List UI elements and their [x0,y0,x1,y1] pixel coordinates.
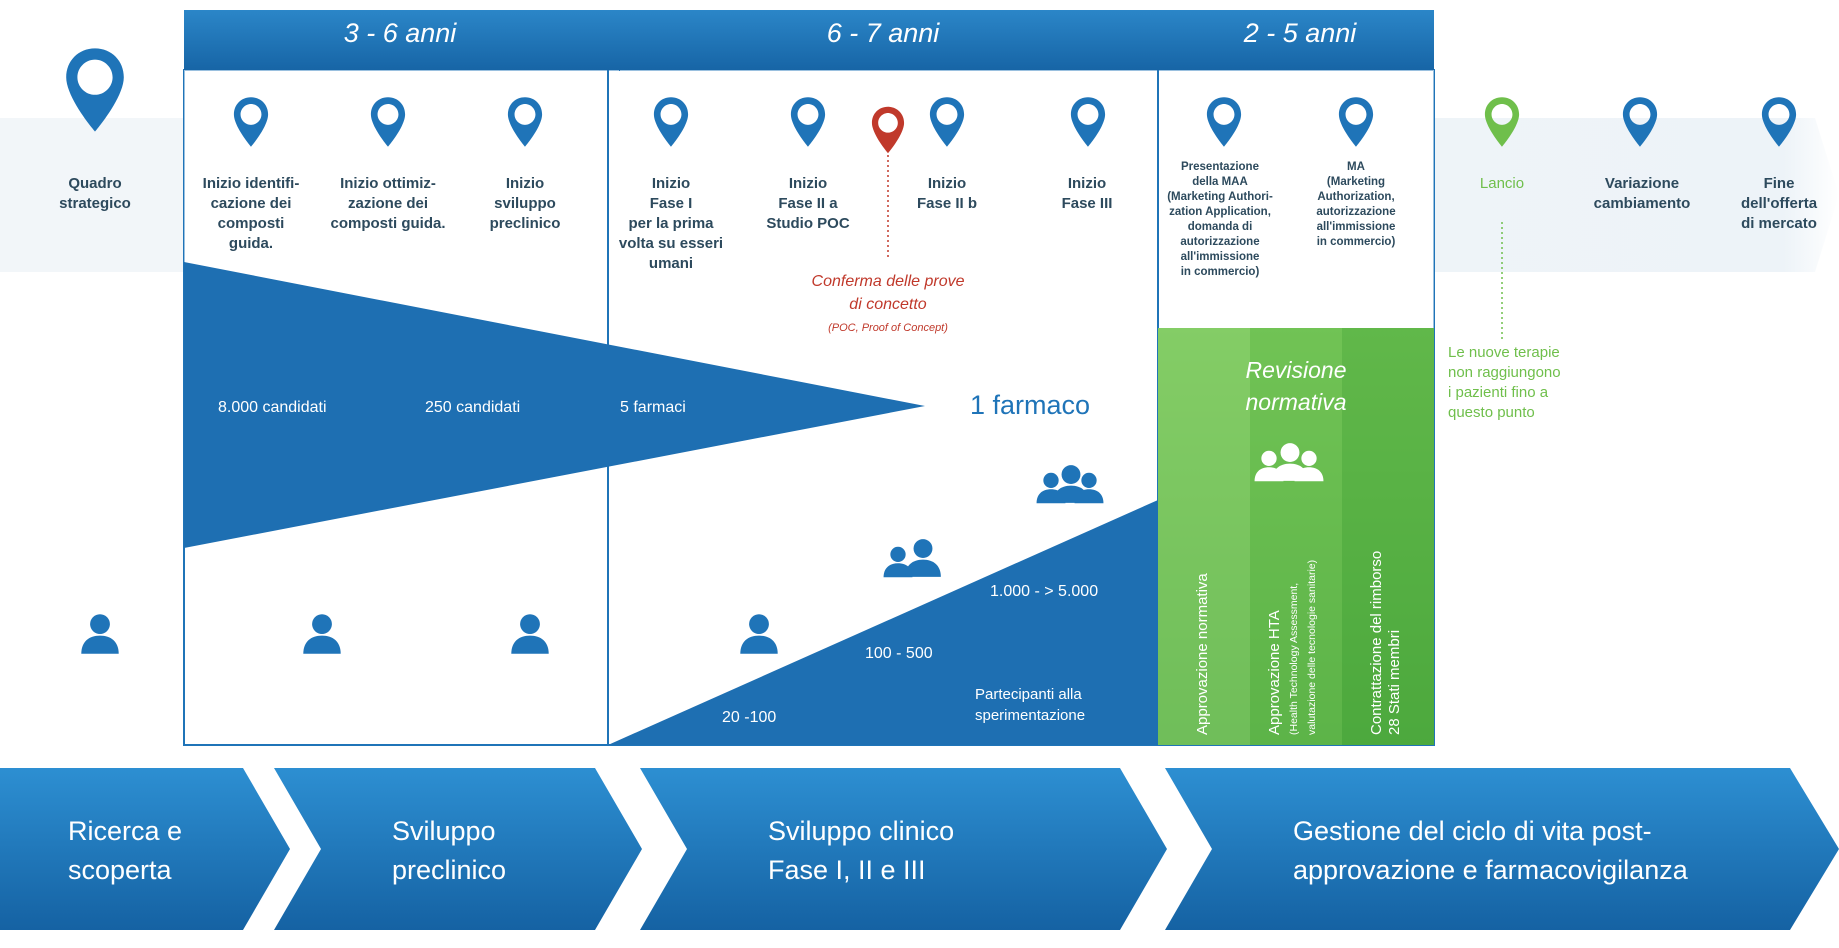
stage-label-clinical: Sviluppo clinico Fase I, II e III [768,816,955,885]
poc-title: Conferma delle prove di concetto [811,273,965,313]
participants-caption: Partecipanti alla sperimentazione [975,686,1086,724]
milestone-label: Inizio Fase I per la prima volta su esse… [618,175,724,272]
frame-light-3 [1158,70,1434,328]
participants-range: 100 - 500 [865,645,933,662]
poc-subtitle: (POC, Proof of Concept) [828,322,948,334]
stage-chevron-research [0,768,290,930]
duration-label-2: 6 - 7 anni [826,18,940,48]
review-column-label: Contrattazione del rimborso 28 Stati mem… [1368,550,1403,735]
duration-header [184,10,1434,70]
milestone-label: Presentazione della MAA (Marketing Autho… [1167,161,1273,278]
stage-chevron-clinical [640,768,1167,930]
stage-chevron-preclinical [274,768,642,930]
stage-label-preclinical: Sviluppo preclinico [392,816,507,885]
participants-range: 1.000 - > 5.000 [990,583,1099,600]
review-col-3 [1342,328,1434,745]
participants-range: 20 -100 [722,709,777,726]
funnel-label: 5 farmaci [620,399,686,416]
review-column-label: Approvazione normativa [1194,573,1211,735]
funnel-label: 250 candidati [425,399,521,416]
review-column-label: Approvazione HTA(Health Technology Asses… [1266,559,1318,735]
funnel-final-label: 1 farmaco [970,390,1091,420]
milestone-label: Inizio ottimiz- zazione dei composti gui… [330,175,446,232]
milestone-label: Fine dell'offerta di mercato [1740,175,1818,232]
duration-label-3: 2 - 5 anni [1243,18,1357,48]
milestone-label: MA (Marketing Authorization, autorizzazi… [1316,161,1396,248]
stage-chevron-lifecycle [1165,768,1839,930]
stage-label-research: Ricerca e scoperta [68,816,183,885]
candidate-funnel [184,262,925,548]
review-col-1 [1158,328,1250,745]
milestone-label: Variazione cambiamento [1593,175,1691,212]
participants-wedge [608,500,1158,745]
review-title: Revisione normativa [1245,357,1347,415]
milestone-label: Lancio [1479,175,1525,192]
milestone-label: Inizio Fase II a Studio POC [766,175,850,232]
duration-label-1: 3 - 6 anni [343,18,457,48]
review-col-2 [1250,328,1342,745]
milestone-label: Quadro strategico [59,175,131,212]
stage-label-lifecycle: Gestione del ciclo di vita post- approva… [1293,816,1688,885]
milestone-label: Inizio sviluppo preclinico [489,175,561,232]
launch-note: Le nuove terapie non raggiungono i pazie… [1448,344,1561,421]
milestone-label: Inizio Fase III [1061,175,1113,212]
milestone-label: Inizio identifi- cazione dei composti gu… [202,175,300,252]
person-icon [81,614,119,654]
milestone-label: Inizio Fase II b [916,175,978,212]
funnel-label: 8.000 candidati [218,399,327,416]
